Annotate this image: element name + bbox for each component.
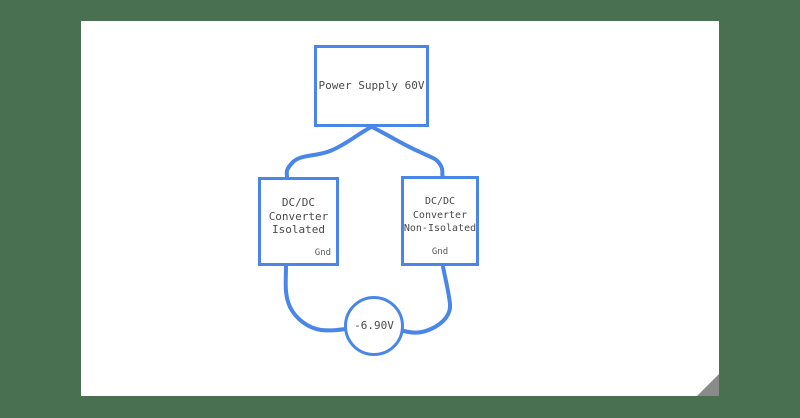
node-power-supply[interactable]: Power Supply 60V <box>314 45 429 127</box>
node-voltage-measurement[interactable]: -6.90V <box>344 296 404 356</box>
node-power-supply-label: Power Supply 60V <box>318 79 425 93</box>
node-dcdc-isolated-label: DC/DC Converter Isolated <box>268 196 329 236</box>
node-voltage-label: -6.90V <box>354 319 394 333</box>
node-dcdc-isolated-gnd-label: Gnd <box>314 248 331 258</box>
node-dcdc-non-isolated-label: DC/DC Converter Non-Isolated <box>403 196 477 234</box>
node-dcdc-isolated[interactable]: DC/DC Converter Isolated Gnd <box>258 177 339 266</box>
node-dcdc-non-isolated-gnd-label: Gnd <box>431 247 449 257</box>
page-fold-corner <box>697 374 719 396</box>
node-dcdc-non-isolated[interactable]: DC/DC Converter Non-Isolated Gnd <box>401 176 479 266</box>
